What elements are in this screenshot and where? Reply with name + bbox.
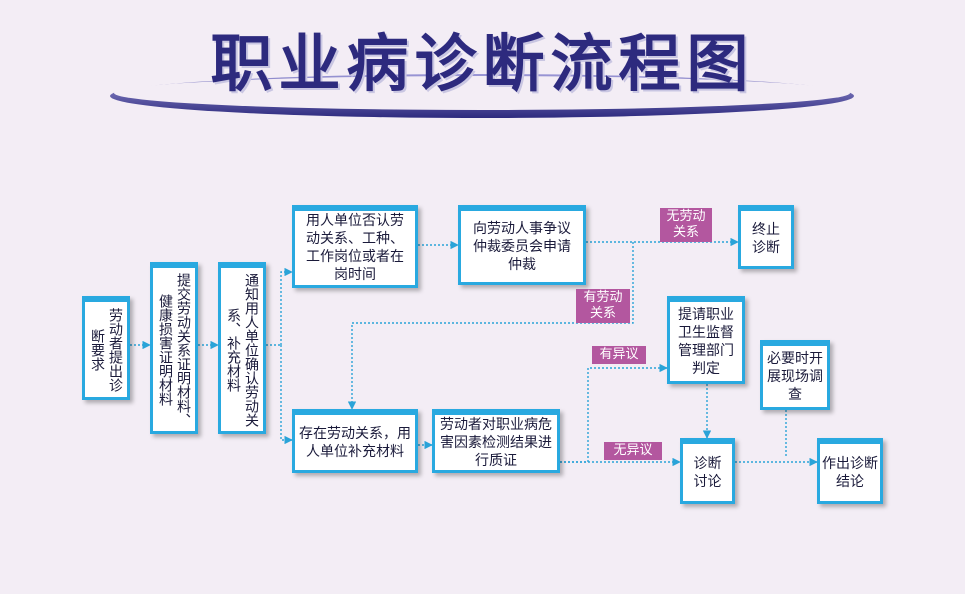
node-arbitration: 向劳动人事争议仲裁委员会申请仲裁 bbox=[458, 205, 586, 285]
tag-no-relation: 无劳动关系 bbox=[660, 208, 712, 242]
tag-no-objection: 无异议 bbox=[604, 442, 662, 460]
node-crossexam: 劳动者对职业病危害因素检测结果进行质证 bbox=[432, 409, 560, 473]
node-apply: 劳动者提出诊断要求 bbox=[82, 296, 130, 400]
arrow-split-deny bbox=[280, 267, 293, 345]
node-supervision: 提请职业卫生监督管理部门判定 bbox=[667, 296, 745, 384]
node-notify: 通知用人单位确认劳动关系、补充材料 bbox=[218, 262, 266, 434]
node-exists: 存在劳动关系，用人单位补充材料 bbox=[292, 409, 418, 473]
arrow-arbitration-exists bbox=[347, 242, 634, 410]
node-deny: 用人单位否认劳动关系、工种、工作岗位或者在岗时间 bbox=[292, 205, 418, 288]
node-submit: 提交劳动关系证明材料、健康损害证明材料 bbox=[150, 262, 198, 434]
tag-objection: 有异议 bbox=[592, 346, 646, 364]
page-title: 职业病诊断流程图 bbox=[210, 27, 755, 100]
tag-has-relation: 有劳动关系 bbox=[576, 289, 630, 323]
title-ellipse bbox=[110, 74, 854, 118]
node-discuss: 诊断讨论 bbox=[680, 438, 735, 504]
node-survey: 必要时开展现场调查 bbox=[760, 340, 830, 410]
node-conclude: 作出诊断结论 bbox=[817, 438, 883, 504]
arrow-split-exists bbox=[280, 345, 293, 445]
title-banner: 职业病诊断流程图 bbox=[0, 0, 965, 125]
node-terminate: 终止诊断 bbox=[738, 205, 794, 269]
